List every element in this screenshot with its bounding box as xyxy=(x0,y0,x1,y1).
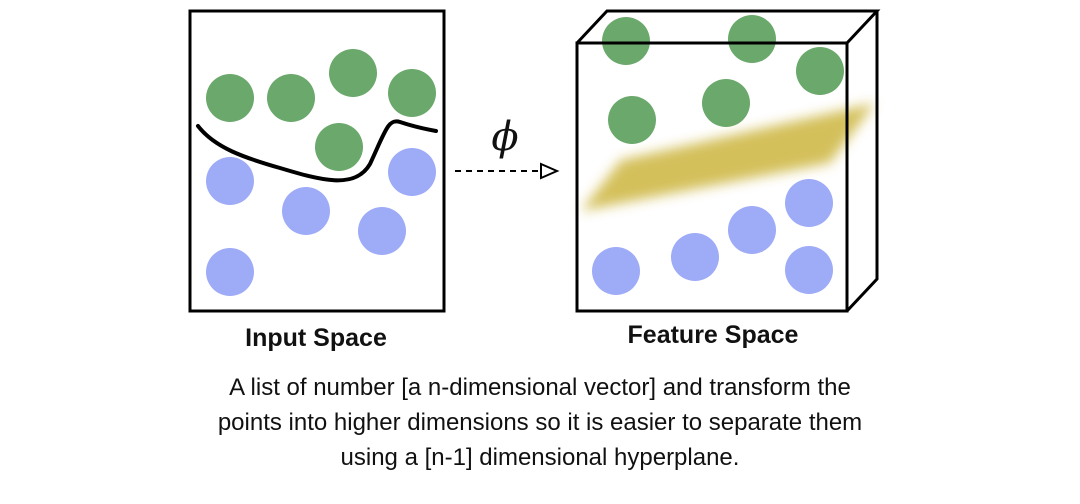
feature-point-class-a xyxy=(602,17,650,65)
input-point-class-b xyxy=(206,157,254,205)
input-point-class-b xyxy=(358,207,406,255)
input-space-panel: Input Space xyxy=(188,9,446,352)
feature-point-class-a xyxy=(702,79,750,127)
input-space-label: Input Space xyxy=(245,324,387,352)
mapping-arrow: ϕ xyxy=(455,114,560,180)
caption: A list of number [a n-dimensional vector… xyxy=(140,370,940,475)
caption-line: points into higher dimensions so it is e… xyxy=(217,409,863,436)
input-point-class-a xyxy=(206,74,254,122)
decision-boundary-curve xyxy=(196,119,438,183)
cube-outline xyxy=(575,9,881,313)
input-point-class-a xyxy=(315,123,363,171)
feature-point-class-a xyxy=(608,96,656,144)
input-point-class-b xyxy=(282,187,330,235)
feature-point-class-b xyxy=(728,206,776,254)
caption-line: using a [n-1] dimensional hyperplane. xyxy=(340,444,740,471)
input-point-class-b xyxy=(388,148,436,196)
arrow-head-icon xyxy=(540,162,560,180)
feature-point-class-b xyxy=(785,246,833,294)
input-point-class-a xyxy=(267,74,315,122)
feature-point-class-b xyxy=(671,233,719,281)
feature-point-class-a xyxy=(796,47,844,95)
phi-symbol: ϕ xyxy=(491,114,518,160)
feature-point-class-a xyxy=(728,15,776,63)
input-point-class-a xyxy=(388,69,436,117)
feature-point-class-b xyxy=(785,179,833,227)
separating-hyperplane xyxy=(581,103,875,211)
feature-point-class-b xyxy=(592,247,640,295)
feature-space-panel: Feature Space xyxy=(575,9,881,349)
caption-line: A list of number [a n-dimensional vector… xyxy=(229,374,851,401)
input-point-class-b xyxy=(206,248,254,296)
input-point-class-a xyxy=(329,49,377,97)
feature-space-label: Feature Space xyxy=(628,321,799,349)
